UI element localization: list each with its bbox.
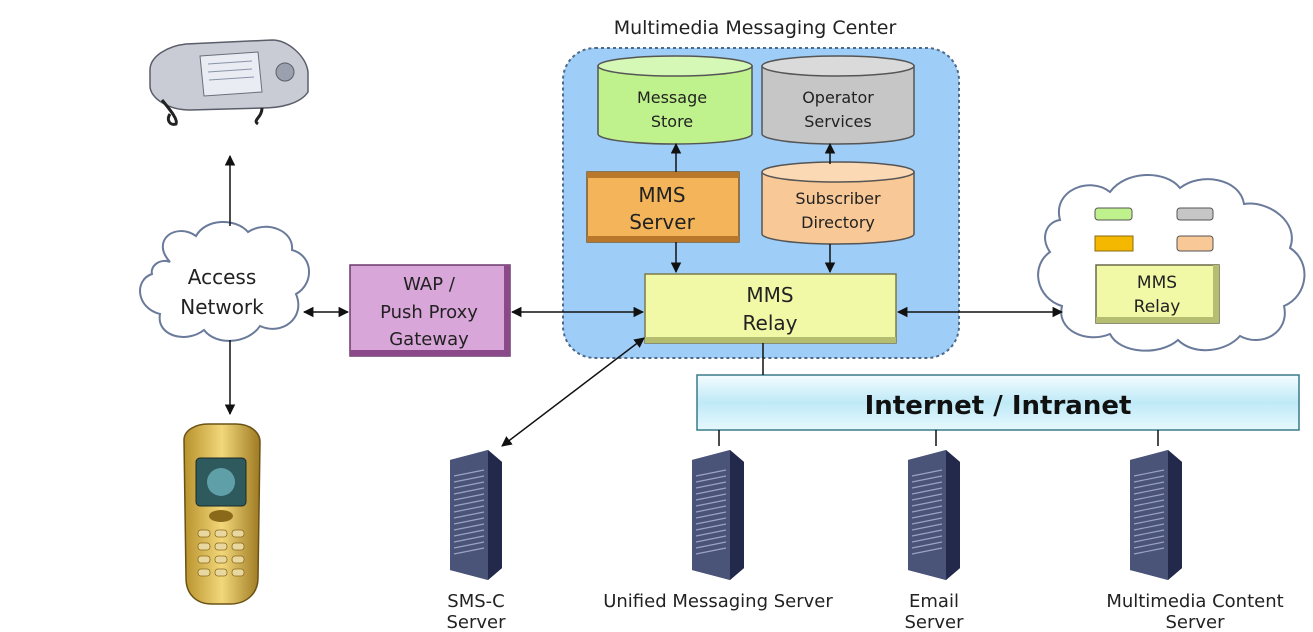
wap-label-3: Gateway <box>389 329 469 350</box>
operator-services-label-1: Operator <box>802 88 874 107</box>
operator-services-label-2: Services <box>804 112 871 131</box>
wap-label-1: WAP / <box>403 274 456 295</box>
email-label-1: Email <box>909 591 959 612</box>
mms-server-box: MMS Server <box>586 171 740 243</box>
access-network-cloud: Access Network <box>139 220 310 342</box>
content-label-1: Multimedia Content <box>1106 591 1283 612</box>
message-store-cylinder: Message Store <box>597 55 753 145</box>
email-server-icon <box>907 449 961 581</box>
remote-relay-label-1: MMS <box>1137 273 1177 293</box>
wap-label-2: Push Proxy <box>380 302 478 323</box>
mms-relay-label-1: MMS <box>746 283 793 307</box>
access-network-label-2: Network <box>180 295 264 319</box>
unified-label: Unified Messaging Server <box>603 591 833 612</box>
smsc-server-icon <box>449 449 503 581</box>
operator-services-cylinder: Operator Services <box>761 55 915 145</box>
mmsc-title: Multimedia Messaging Center <box>614 17 897 39</box>
wap-gateway-box: WAP / Push Proxy Gateway <box>349 264 511 357</box>
pda-device-icon <box>149 39 309 126</box>
content-label-2: Server <box>1165 612 1225 632</box>
access-network-label-1: Access <box>188 265 256 289</box>
message-store-label-2: Store <box>651 112 693 131</box>
mms-relay-box: MMS Relay <box>644 273 897 344</box>
remote-relay-label-2: Relay <box>1134 297 1181 317</box>
message-store-label-1: Message <box>637 88 707 107</box>
multimedia-content-server-icon <box>1129 449 1183 581</box>
internet-label: Internet / Intranet <box>865 391 1132 421</box>
subscriber-directory-label-1: Subscriber <box>795 189 881 208</box>
mms-relay-label-2: Relay <box>743 311 798 335</box>
email-label-2: Server <box>904 612 964 632</box>
subscriber-directory-cylinder: Subscriber Directory <box>761 161 915 245</box>
smsc-label-2: Server <box>446 612 506 632</box>
remote-relay-cloud: MMS Relay <box>1037 174 1306 352</box>
subscriber-directory-label-2: Directory <box>801 213 875 232</box>
internet-bar: Internet / Intranet <box>696 374 1300 431</box>
mobile-phone-icon <box>183 423 261 605</box>
mms-server-label-1: MMS <box>638 183 685 207</box>
relay-to-smsc-arrow <box>501 337 645 447</box>
mms-server-label-2: Server <box>629 210 695 234</box>
smsc-label-1: SMS-C <box>447 591 504 612</box>
unified-messaging-server-icon <box>691 449 745 581</box>
